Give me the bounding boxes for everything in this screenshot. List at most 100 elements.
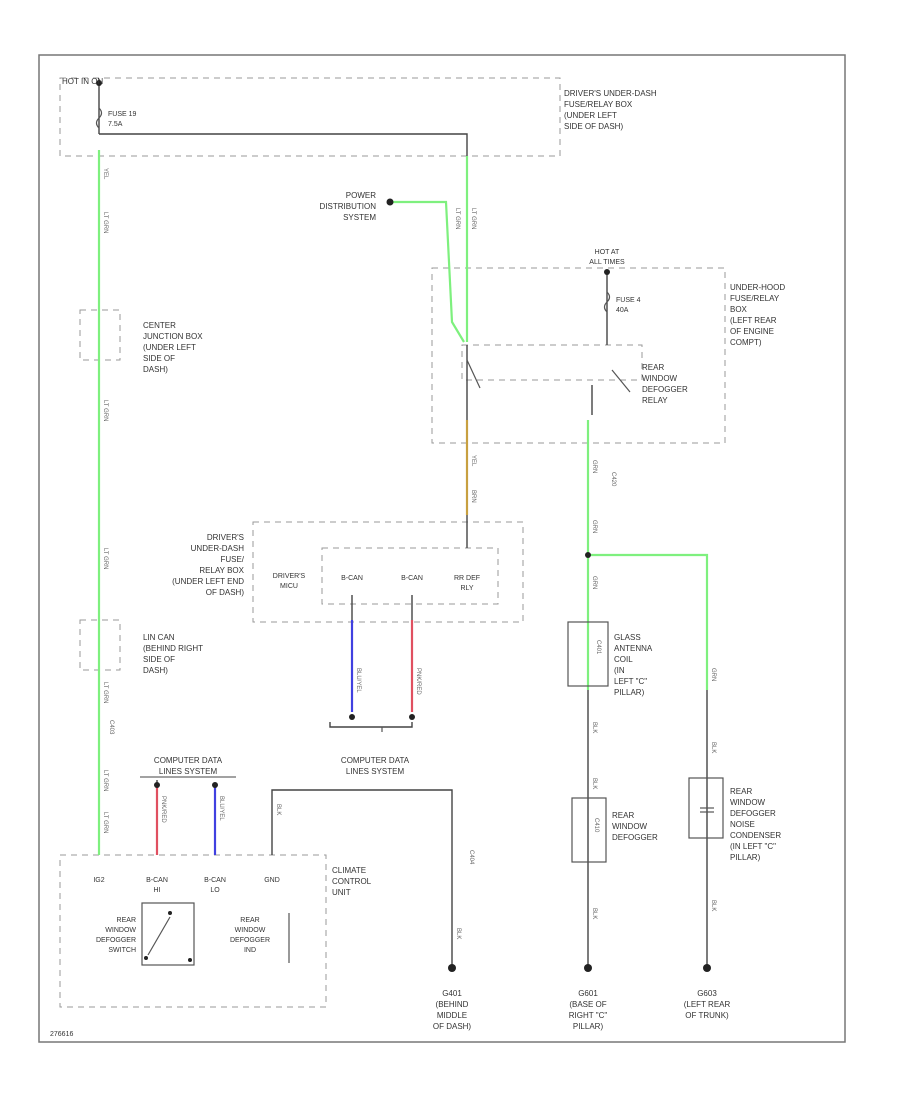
dot-ccu-a xyxy=(154,782,160,788)
wl-left-4: LT GRN xyxy=(102,682,108,703)
relay-contact-2 xyxy=(466,359,481,389)
drivers-box-2 xyxy=(252,521,524,623)
switch-contact xyxy=(147,916,171,956)
wl-pwr-1: LT GRN xyxy=(470,208,476,229)
wl-right-3: BLK xyxy=(591,722,597,733)
wl-noise-1: BLK xyxy=(710,742,716,753)
wl-mid-0: YEL xyxy=(470,455,476,467)
noise-condenser xyxy=(688,777,724,839)
wl-left-0: YEL xyxy=(102,168,108,180)
wl-left-6: LT GRN xyxy=(102,812,108,833)
dot-switch-c xyxy=(188,958,192,962)
callout-c401: C401 xyxy=(595,640,601,655)
fuse-4-icon xyxy=(603,291,611,313)
wl-left-1: LT GRN xyxy=(102,212,108,233)
dot-can-a xyxy=(349,714,355,720)
label-hot-on: HOT IN ON xyxy=(62,77,103,86)
wl-left-5: LT GRN xyxy=(102,770,108,791)
wl-right-4: BLK xyxy=(591,778,597,789)
dot-ccu-b xyxy=(212,782,218,788)
label-bcan-a: B-CAN xyxy=(341,575,363,582)
defogger-element xyxy=(571,797,607,863)
relay-dash xyxy=(461,344,643,381)
wl-right-1: GRN xyxy=(591,520,597,533)
wl-right-5: BLK xyxy=(591,908,597,919)
wl-can-3: BLU/YEL xyxy=(218,796,224,821)
dot-hot-all xyxy=(604,269,610,275)
dot-can-b xyxy=(409,714,415,720)
callout-c403: C403 xyxy=(108,720,114,735)
ground-g603-icon xyxy=(703,964,711,972)
ground-g601-icon xyxy=(584,964,592,972)
dot-switch-a xyxy=(144,956,148,960)
glass-antenna-coil xyxy=(567,621,609,687)
dot-switch-b xyxy=(168,911,172,915)
wl-can-1: PNK/RED xyxy=(415,668,421,695)
wire-labels: YEL LT GRN LT GRN LT GRN LT GRN LT GRN L… xyxy=(102,168,716,939)
dots xyxy=(96,80,711,972)
wl-noise-0: GRN xyxy=(710,668,716,681)
relay-contact xyxy=(611,369,631,393)
callout-c404: C404 xyxy=(468,850,474,865)
label-ccu-ig2: IG2 xyxy=(93,877,104,884)
underhood-box xyxy=(431,267,726,444)
wl-gnd-0: BLK xyxy=(275,804,281,815)
wires-colored xyxy=(97,150,709,855)
components xyxy=(95,107,724,966)
wl-left-3: LT GRN xyxy=(102,548,108,569)
wl-pwr-0: LT GRN xyxy=(454,208,460,229)
wl-right-2: GRN xyxy=(591,576,597,589)
wl-right-0: GRN xyxy=(591,460,597,473)
diagram-id: 276616 xyxy=(50,1031,73,1038)
wl-can-0: BLU/YEL xyxy=(355,668,361,693)
wire-green-noise xyxy=(588,553,709,690)
dot-split xyxy=(585,552,591,558)
module-inner-box xyxy=(321,547,499,605)
climate-control-box xyxy=(59,854,327,1008)
callout-c410: C410 xyxy=(593,818,599,833)
diagram-frame xyxy=(38,54,846,1043)
fuse-19-icon xyxy=(95,107,103,129)
wl-noise-2: BLK xyxy=(710,900,716,911)
ground-g401-icon xyxy=(448,964,456,972)
drivers-underdash-box xyxy=(59,77,561,157)
label-bcan-b: B-CAN xyxy=(401,575,423,582)
dashed-boxes xyxy=(59,77,726,1008)
wire-green-power-b xyxy=(392,200,465,343)
wl-can-2: PNK/RED xyxy=(160,796,166,823)
dot-power xyxy=(386,198,394,206)
switch-frame xyxy=(141,902,195,966)
wl-mid-1: BRN xyxy=(470,490,476,503)
label-ccu-gnd: GND xyxy=(264,877,280,884)
wl-left-2: LT GRN xyxy=(102,400,108,421)
callout-c420: C420 xyxy=(610,472,616,487)
wl-gnd-1: BLK xyxy=(455,928,461,939)
